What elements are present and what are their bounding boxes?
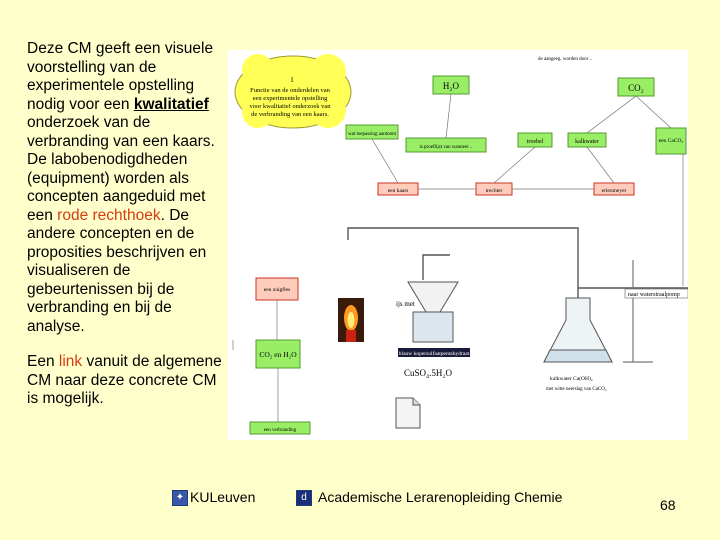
footer-alc: Academische Lerarenopleiding Chemie xyxy=(318,489,563,505)
top-right-label: de aangeeg. worden door .. xyxy=(538,57,592,62)
cloud-line-3: voor kwalitatief onderzoek van xyxy=(249,103,331,110)
cloud-line-2: een experimentele opstelling xyxy=(253,95,328,102)
tubes xyxy=(347,227,688,298)
alc-logo-icon: d xyxy=(296,490,312,506)
trechter-label: trechter xyxy=(486,188,503,194)
kaarsvlam-label: is proeflijst van wanneer .. xyxy=(419,145,472,150)
keyword-kwalitatief: kwalitatief xyxy=(133,95,209,113)
h2o-top-label: H₂O xyxy=(443,81,460,91)
concept-map-diagram: 1 Functie van de onderdelen van een expe… xyxy=(228,50,688,440)
text-part1: Deze CM geeft een visuele voorstelling v… xyxy=(27,40,214,113)
caco3-label: een CaCO₃ xyxy=(659,138,684,144)
slide-text: Deze CM geeft een visuele voorstelling v… xyxy=(27,40,227,409)
document-icon[interactable] xyxy=(395,397,421,429)
witte-neerslag-label: met witte neerslag van CaCO₃ xyxy=(546,387,607,392)
connector-lines xyxy=(232,93,684,422)
troebel-label: troebel xyxy=(527,139,544,145)
link-word[interactable]: link xyxy=(58,353,83,370)
kalkwater-bottom-label: kalkwater Ca(OH)₂ xyxy=(550,375,593,382)
pomp-box xyxy=(624,288,688,299)
cuso4-label: CuSO₄.5H₂O xyxy=(404,368,453,378)
cloud-number: 1 xyxy=(290,76,294,84)
co2-top-label: CO₂ xyxy=(628,83,644,93)
verbranding-box xyxy=(249,421,311,435)
water-box-label: wat toepassing aantoont xyxy=(348,132,397,137)
kalkwater-label: kalkwater xyxy=(575,139,599,145)
link-paragraph: Een link vanuit de algemene CM naar deze… xyxy=(27,353,227,409)
footer-kuleuven: KULeuven xyxy=(190,489,256,505)
kopersulfaat-label: blauw kopersulfaatpentahydraat xyxy=(399,350,470,357)
kaars-label: een kaars xyxy=(388,188,409,194)
highlight-rode-rechthoek: rode rechthoek xyxy=(57,206,161,224)
caco3-box xyxy=(655,127,687,155)
erlenmeyer-flask xyxy=(543,297,613,363)
stand xyxy=(623,260,653,363)
link-part1: Een xyxy=(27,353,59,370)
text-part2: onderzoek van de verbranding van een kaa… xyxy=(27,114,215,224)
verbranding-label: een verbranding xyxy=(264,428,297,433)
kuleuven-logo-icon: ✦ xyxy=(172,490,188,506)
funnel xyxy=(407,281,459,343)
zuigfles-label: een zuigfles xyxy=(264,286,290,293)
cloud-line-4: de verbranding van een kaars. xyxy=(251,111,329,118)
cloud-shape xyxy=(234,54,352,129)
kopersulfaat-strip xyxy=(398,348,470,357)
ijs-label: ijs met xyxy=(396,300,415,308)
co2-h2o-label: CO₂ en H₂O xyxy=(259,350,297,359)
pomp-label: naar waterstraalpomp xyxy=(628,292,680,298)
text-part3: . De andere concepten en de proposities … xyxy=(27,206,207,335)
link-part2: vanuit de algemene CM naar deze concrete… xyxy=(27,353,222,407)
erlenmeyer-label: erlenmeyer xyxy=(602,188,627,194)
description-paragraph: Deze CM geeft een visuele voorstelling v… xyxy=(27,40,227,336)
candle-photo xyxy=(338,298,364,342)
cloud-line-1: Functie van de onderdelen van xyxy=(250,87,331,94)
page-number: 68 xyxy=(660,497,676,513)
co2-h2o-box xyxy=(255,339,301,369)
